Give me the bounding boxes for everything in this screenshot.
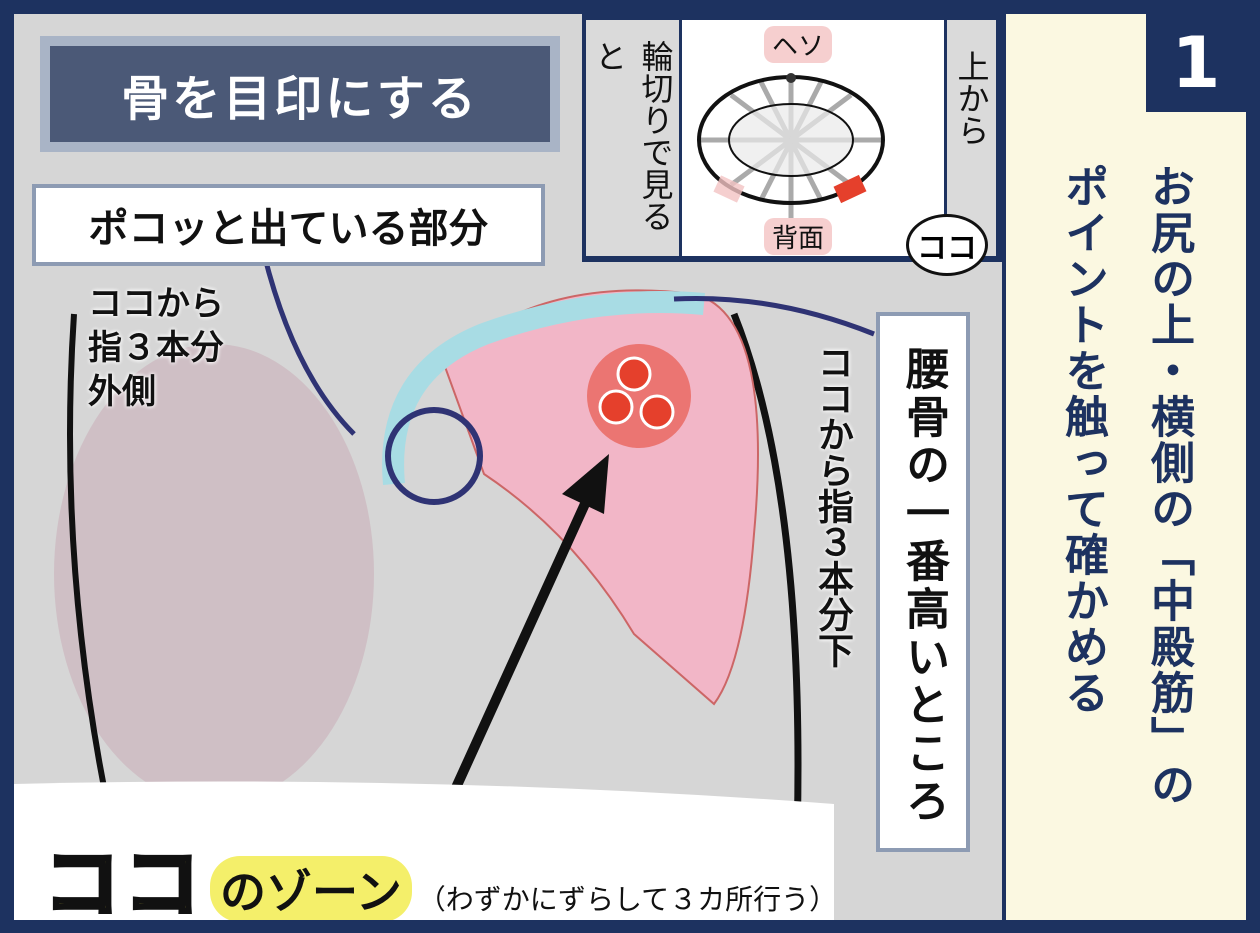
- zone-suffix: のゾーン: [210, 856, 412, 920]
- inset-left-label: 輪切りで見ると: [590, 40, 675, 232]
- panel-number-badge: 1: [1146, 14, 1246, 112]
- target-point: [616, 356, 652, 392]
- direction-arrow: [439, 481, 599, 817]
- hip-label-box: 腰骨の一番高いところ: [876, 312, 970, 852]
- cross-section-inset: 輪切りで見ると 上から ヘソ 背面: [582, 14, 1002, 262]
- koko-bubble: ココ: [906, 214, 988, 276]
- left-note: ココから 指３本分 外側: [88, 282, 224, 414]
- left-note-line: 指３本分: [88, 328, 224, 368]
- target-marker: [833, 174, 867, 204]
- pointer-arrow: [673, 295, 875, 337]
- illustration-panel: 骨を目印にする ポコッと出ている部分 ココから 指３本分 外側 ココから指３本分…: [14, 14, 1002, 920]
- left-note-line: ココから: [88, 284, 224, 324]
- inset-left: 輪切りで見ると: [586, 20, 682, 256]
- back-tag: 背面: [764, 218, 833, 255]
- iliac-crest: [382, 291, 705, 485]
- back-muscle: [54, 344, 374, 804]
- inset-right: 上から: [944, 20, 996, 256]
- bump-circle: [385, 407, 483, 505]
- left-note-line: 外側: [88, 372, 156, 412]
- title-text: 骨を目印にする: [50, 46, 550, 142]
- pointer-arrow: [261, 253, 356, 436]
- down-note: ココから指３本分下: [812, 344, 853, 668]
- bump-label: ポコッと出ている部分: [32, 184, 545, 266]
- koko-text: ココ: [42, 837, 204, 920]
- zone-caption: ココ のゾーン （わずかにずらして３カ所行う）: [42, 822, 838, 920]
- cross-section-diagram: [697, 73, 885, 220]
- heading-line-2: ポイントを触って確かめる: [1057, 164, 1108, 716]
- target-point: [598, 389, 634, 425]
- navel-tag: ヘソ: [764, 26, 833, 63]
- hip-label: 腰骨の一番高いところ: [898, 346, 949, 826]
- title-box: 骨を目印にする: [40, 36, 560, 152]
- target-point: [639, 394, 675, 430]
- heading-line-1: お尻の上・横側の「中殿筋」の: [1143, 164, 1194, 808]
- inset-right-label: 上から: [952, 50, 991, 146]
- side-heading-panel: 1 お尻の上・横側の「中殿筋」の ポイントを触って確かめる: [1006, 14, 1246, 920]
- zone-note: （わずかにずらして３カ所行う）: [417, 883, 838, 916]
